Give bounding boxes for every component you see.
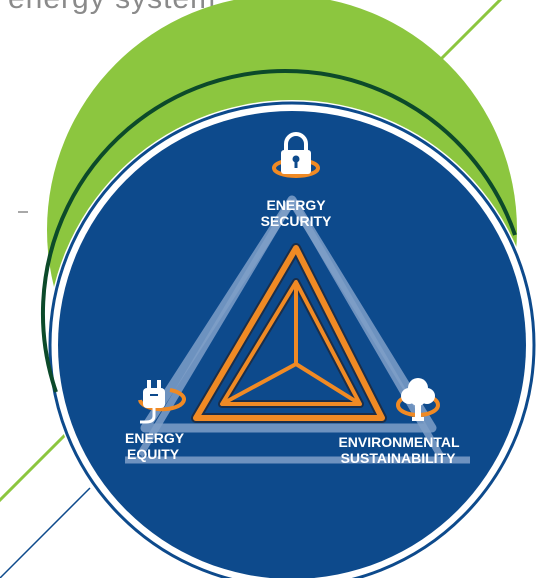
main-circle-navy-ring <box>48 101 536 578</box>
sustainability-label-line2: SUSTAINABILITY <box>341 450 457 466</box>
node-energy-equity: ENERGY EQUITY <box>125 380 186 462</box>
node-environmental-sustainability: ENVIRONMENTAL SUSTAINABILITY <box>338 378 460 466</box>
node-energy-security: ENERGY SECURITY <box>261 132 332 229</box>
main-circle-fill <box>58 111 526 578</box>
security-label-line1: ENERGY <box>266 197 326 213</box>
outer-triangle-left-leg <box>136 198 296 457</box>
sustainability-label-line1: ENVIRONMENTAL <box>338 434 460 450</box>
lock-icon <box>281 132 311 174</box>
navy-diagonal-line <box>0 487 91 578</box>
dark-green-arc <box>40 68 517 393</box>
equity-label-line2: EQUITY <box>127 446 180 462</box>
plug-icon <box>140 380 165 424</box>
orange-triangle-group <box>191 243 387 423</box>
tree-icon <box>401 378 435 421</box>
equity-label-line1: ENERGY <box>125 430 185 446</box>
security-label-line2: SECURITY <box>261 213 332 229</box>
heading-fragment: energy system <box>8 0 216 16</box>
orange-spokes <box>221 282 362 406</box>
green-diagonal-line-top <box>428 0 503 72</box>
